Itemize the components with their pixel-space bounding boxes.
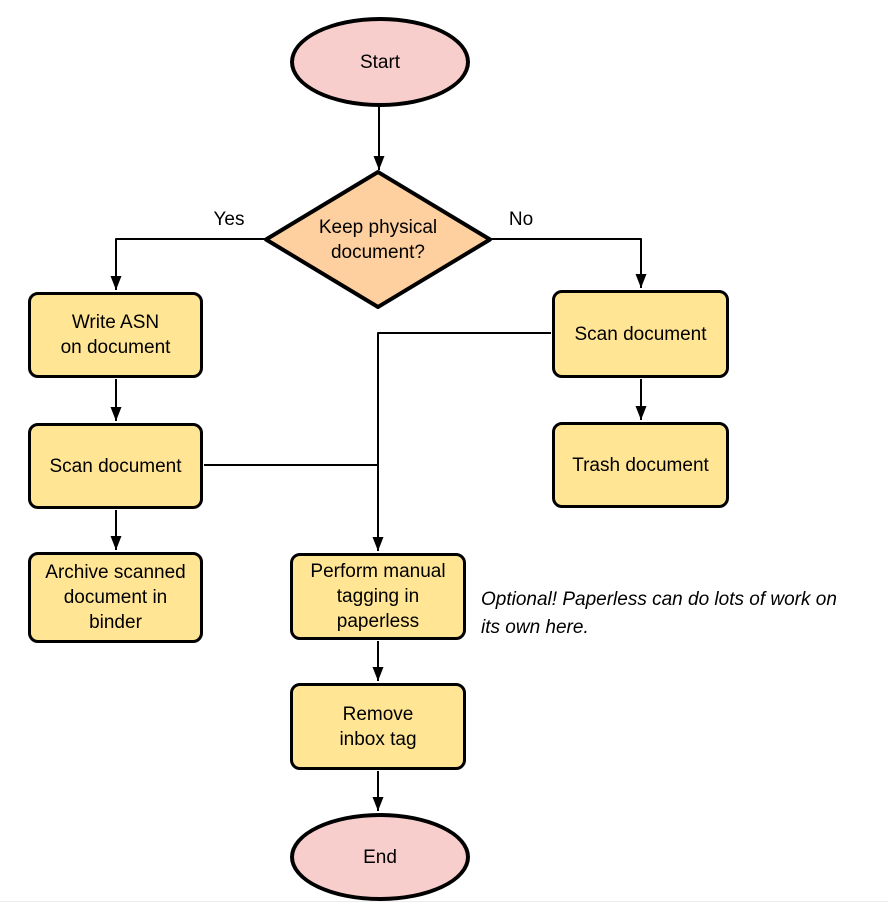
process-node-scan-document-right: Scan document xyxy=(552,290,729,378)
edge-decision-write-asn xyxy=(110,238,265,290)
bottom-divider xyxy=(0,901,888,902)
edge-scan-right-tagging xyxy=(372,332,551,551)
start-node: Start xyxy=(290,17,470,107)
optional-annotation-text: Optional! Paperless can do lots of work … xyxy=(481,589,837,638)
process-node-scan-document-left: Scan document xyxy=(28,423,203,509)
edge-label-yes: Yes xyxy=(213,209,245,230)
process-node-manual-tagging: Perform manual tagging in paperless xyxy=(290,553,466,640)
end-node: End xyxy=(290,813,470,901)
process-node-archive-binder: Archive scanned document in binder xyxy=(28,552,203,643)
decision-node-label: Keep physical document? xyxy=(318,216,438,263)
process-node-trash-document: Trash document xyxy=(552,422,729,508)
edge-decision-scan-right xyxy=(491,238,647,288)
process-node-write-asn: Write ASN on document xyxy=(28,292,203,378)
edge-label-no: No xyxy=(508,209,534,230)
process-node-remove-inbox-tag: Remove inbox tag xyxy=(290,683,466,770)
